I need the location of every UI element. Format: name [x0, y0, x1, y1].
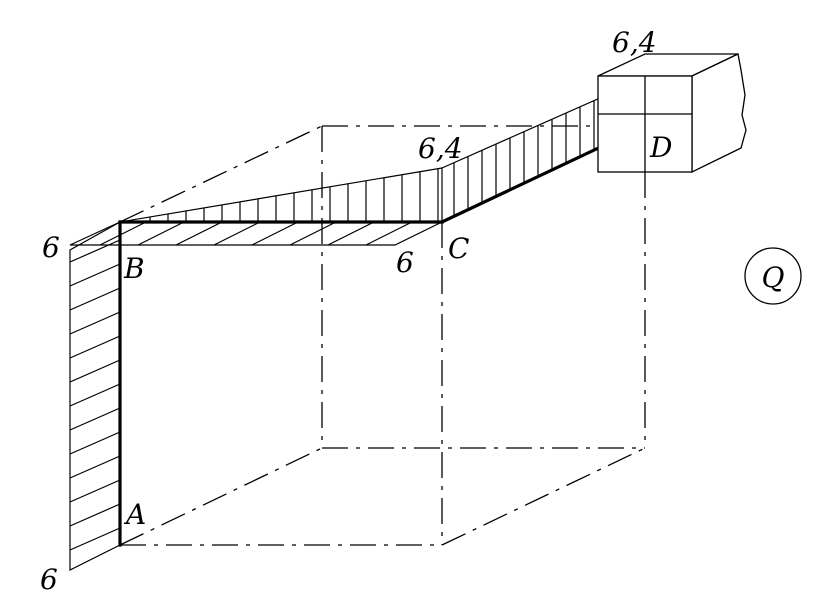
load-circle — [744, 247, 802, 305]
bc-hatch-line — [213, 222, 259, 246]
point-a-label: A — [123, 498, 146, 531]
bc-hatch-line — [289, 222, 335, 246]
point-d-label: D — [649, 131, 672, 164]
bc-hatch-line — [99, 222, 145, 246]
bc-hatching — [99, 222, 411, 246]
ab-hatch-line — [69, 287, 121, 311]
value-bc-end: 6 — [396, 246, 414, 279]
reference-box — [119, 125, 646, 546]
bc-hatch-line — [327, 222, 373, 246]
ab-hatching — [69, 239, 121, 551]
ab-diagram-outline — [69, 221, 121, 571]
bc-hatch-line — [175, 222, 221, 246]
ab-hatch-line — [69, 527, 121, 551]
support-block — [597, 53, 747, 174]
bc-hatch-line — [251, 222, 297, 246]
bc-vertical-outline — [119, 167, 443, 223]
bc-vertical-hatching — [149, 168, 439, 222]
ab-hatch-line — [69, 239, 121, 263]
ab-hatch-line — [69, 503, 121, 527]
value-left-bottom: 6 — [40, 563, 58, 596]
point-c-label: C — [448, 232, 469, 265]
moment-diagram-bc — [69, 167, 443, 246]
ab-hatch-line — [69, 455, 121, 479]
ab-hatch-line — [69, 407, 121, 431]
support-block-side — [691, 53, 747, 174]
bc-hatch-line — [137, 222, 183, 246]
load-label: Q — [762, 261, 785, 294]
box-bottom-right-edge — [441, 447, 646, 546]
moment-diagram-ab — [69, 221, 121, 571]
ab-hatch-line — [69, 359, 121, 383]
bc-horizontal-outline — [69, 221, 443, 246]
ab-hatch-line — [69, 311, 121, 335]
value-c-top: 6,4 — [418, 132, 463, 165]
ab-hatch-line — [69, 263, 121, 287]
ab-hatch-line — [69, 335, 121, 359]
box-top-left-edge — [119, 125, 323, 223]
point-b-label: B — [123, 252, 145, 285]
box-bottom-left-edge — [119, 447, 323, 546]
bc-hatch-line — [365, 222, 411, 246]
value-left-top: 6 — [42, 231, 60, 264]
ab-hatch-line — [69, 431, 121, 455]
ab-hatch-line — [69, 383, 121, 407]
ab-hatch-line — [69, 479, 121, 503]
load-symbol: Q — [744, 247, 802, 305]
value-d-top: 6,4 — [612, 26, 657, 59]
frame-members — [118, 123, 648, 547]
support-block-front-hatch — [598, 76, 692, 172]
